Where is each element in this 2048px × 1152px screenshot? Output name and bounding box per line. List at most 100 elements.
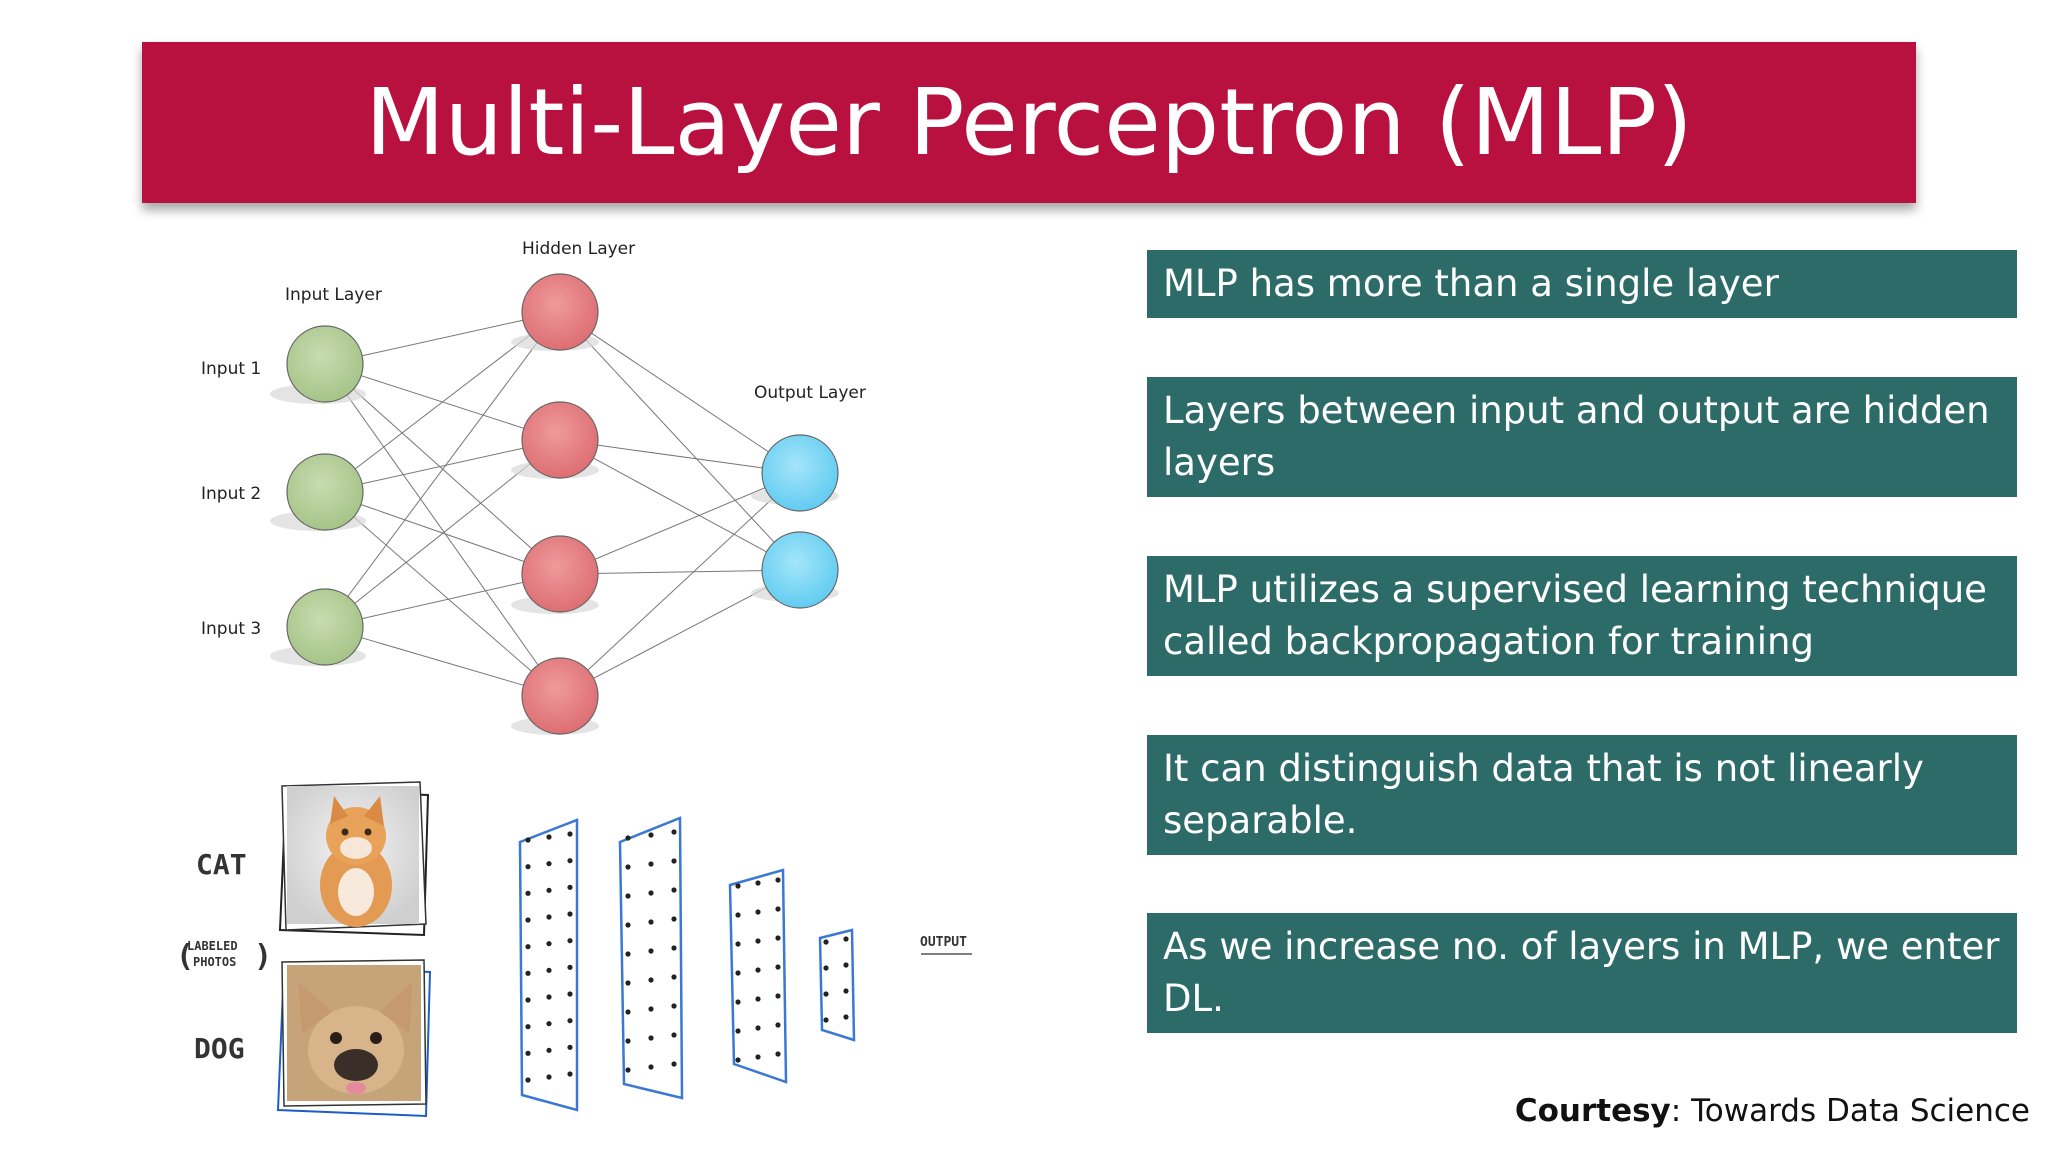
sketch-dot <box>775 964 781 970</box>
sketch-dot <box>567 1044 573 1050</box>
title-banner: Multi-Layer Perceptron (MLP) <box>142 42 1916 203</box>
sketch-dot <box>567 1018 573 1024</box>
network-edge <box>591 332 769 453</box>
input-layer-label: Input Layer <box>285 285 382 305</box>
network-edge <box>585 339 775 543</box>
sketch-dot <box>625 1067 631 1073</box>
sketch-dot <box>648 977 654 983</box>
slide-title: Multi-Layer Perceptron (MLP) <box>365 69 1693 176</box>
sketch-dot <box>525 837 531 843</box>
sketch-dot <box>648 861 654 867</box>
network-edge <box>361 447 524 485</box>
network-edge <box>594 487 766 560</box>
sketch-dot <box>755 1025 761 1031</box>
cat-label: CAT <box>196 848 247 881</box>
input-node-3 <box>286 588 364 666</box>
sketch-dot <box>735 912 741 918</box>
sketch-dot <box>648 890 654 896</box>
sketch-dot <box>755 1054 761 1060</box>
sketch-dot <box>755 938 761 944</box>
network-edge <box>587 498 773 671</box>
sketch-dot <box>525 970 531 976</box>
sketch-dot <box>625 1009 631 1015</box>
sketch-dot <box>843 1014 849 1020</box>
bullet-point-2: Layers between input and output are hidd… <box>1147 377 2017 497</box>
network-edge <box>354 334 531 470</box>
sketch-dot <box>823 1017 829 1023</box>
sketch-dot <box>755 909 761 915</box>
sketch-dot <box>648 832 654 838</box>
network-edge <box>353 516 532 672</box>
cat-photo <box>278 781 430 937</box>
courtesy-label: Courtesy <box>1514 1093 1671 1129</box>
network-edge <box>354 463 531 604</box>
sketch-dot <box>648 1006 654 1012</box>
labeled-photos-line2: PHOTOS <box>193 955 236 969</box>
sketch-dot <box>735 883 741 889</box>
input-node-2 <box>286 453 364 531</box>
sketch-dot <box>625 864 631 870</box>
sketch-dot <box>546 861 552 867</box>
hidden-node-2 <box>521 401 599 479</box>
network-connections <box>346 319 775 686</box>
sketch-dot <box>671 858 677 864</box>
sketch-dot <box>755 996 761 1002</box>
sketch-dot <box>671 945 677 951</box>
sketch-dot <box>775 935 781 941</box>
sketch-dot <box>823 991 829 997</box>
sketch-dot <box>546 1047 552 1053</box>
input-label-2: Input 2 <box>201 484 261 504</box>
hidden-node-4 <box>521 657 599 735</box>
sketch-dot <box>525 917 531 923</box>
sketch-dot <box>625 922 631 928</box>
sketch-dot <box>546 834 552 840</box>
sketch-dot <box>735 941 741 947</box>
sketch-dot <box>525 1050 531 1056</box>
courtesy-credit: Courtesy: Towards Data Science <box>1515 1093 2030 1129</box>
sketch-dot <box>823 939 829 945</box>
sketch-dot <box>823 965 829 971</box>
sketch-dot <box>625 893 631 899</box>
input-node-1 <box>286 325 364 403</box>
sketch-dot <box>775 877 781 883</box>
sketch-dot <box>775 1051 781 1057</box>
sketch-dot <box>671 916 677 922</box>
sketch-layer-4 <box>818 928 856 1042</box>
hidden-layer-label: Hidden Layer <box>522 239 635 259</box>
output-label: OUTPUT <box>920 935 967 950</box>
input-label-1: Input 1 <box>201 359 261 379</box>
sketch-dot <box>625 951 631 957</box>
sketch-dot <box>671 829 677 835</box>
sketch-dot <box>775 993 781 999</box>
output-layer-label: Output Layer <box>754 383 866 403</box>
bullet-point-4: It can distinguish data that is not line… <box>1147 735 2017 855</box>
sketch-dot <box>525 890 531 896</box>
sketch-dot <box>625 835 631 841</box>
sketch-dot <box>648 919 654 925</box>
network-edge <box>347 342 538 597</box>
sketch-dot <box>525 997 531 1003</box>
sketch-dot <box>546 967 552 973</box>
sketch-dot <box>567 938 573 944</box>
sketch-dot <box>671 1032 677 1038</box>
sketch-dot <box>567 911 573 917</box>
dog-label: DOG <box>194 1032 245 1065</box>
network-edge <box>593 457 767 553</box>
hidden-node-1 <box>521 273 599 351</box>
sketch-dot <box>755 880 761 886</box>
sketch-dot <box>671 1003 677 1009</box>
sketch-dot <box>671 887 677 893</box>
output-node-1 <box>761 434 839 512</box>
sketch-dot <box>648 1064 654 1070</box>
sketch-dot <box>648 948 654 954</box>
sketch-dot <box>735 999 741 1005</box>
sketch-dot <box>671 974 677 980</box>
sketch-dot <box>567 884 573 890</box>
dog-photo <box>276 959 432 1118</box>
sketch-dot <box>546 887 552 893</box>
labeled-photos-line1: LABELED <box>187 939 238 953</box>
sketch-dot <box>546 941 552 947</box>
sketch-dot <box>625 980 631 986</box>
sketch-layer-1 <box>518 818 579 1112</box>
network-edge <box>361 637 524 686</box>
